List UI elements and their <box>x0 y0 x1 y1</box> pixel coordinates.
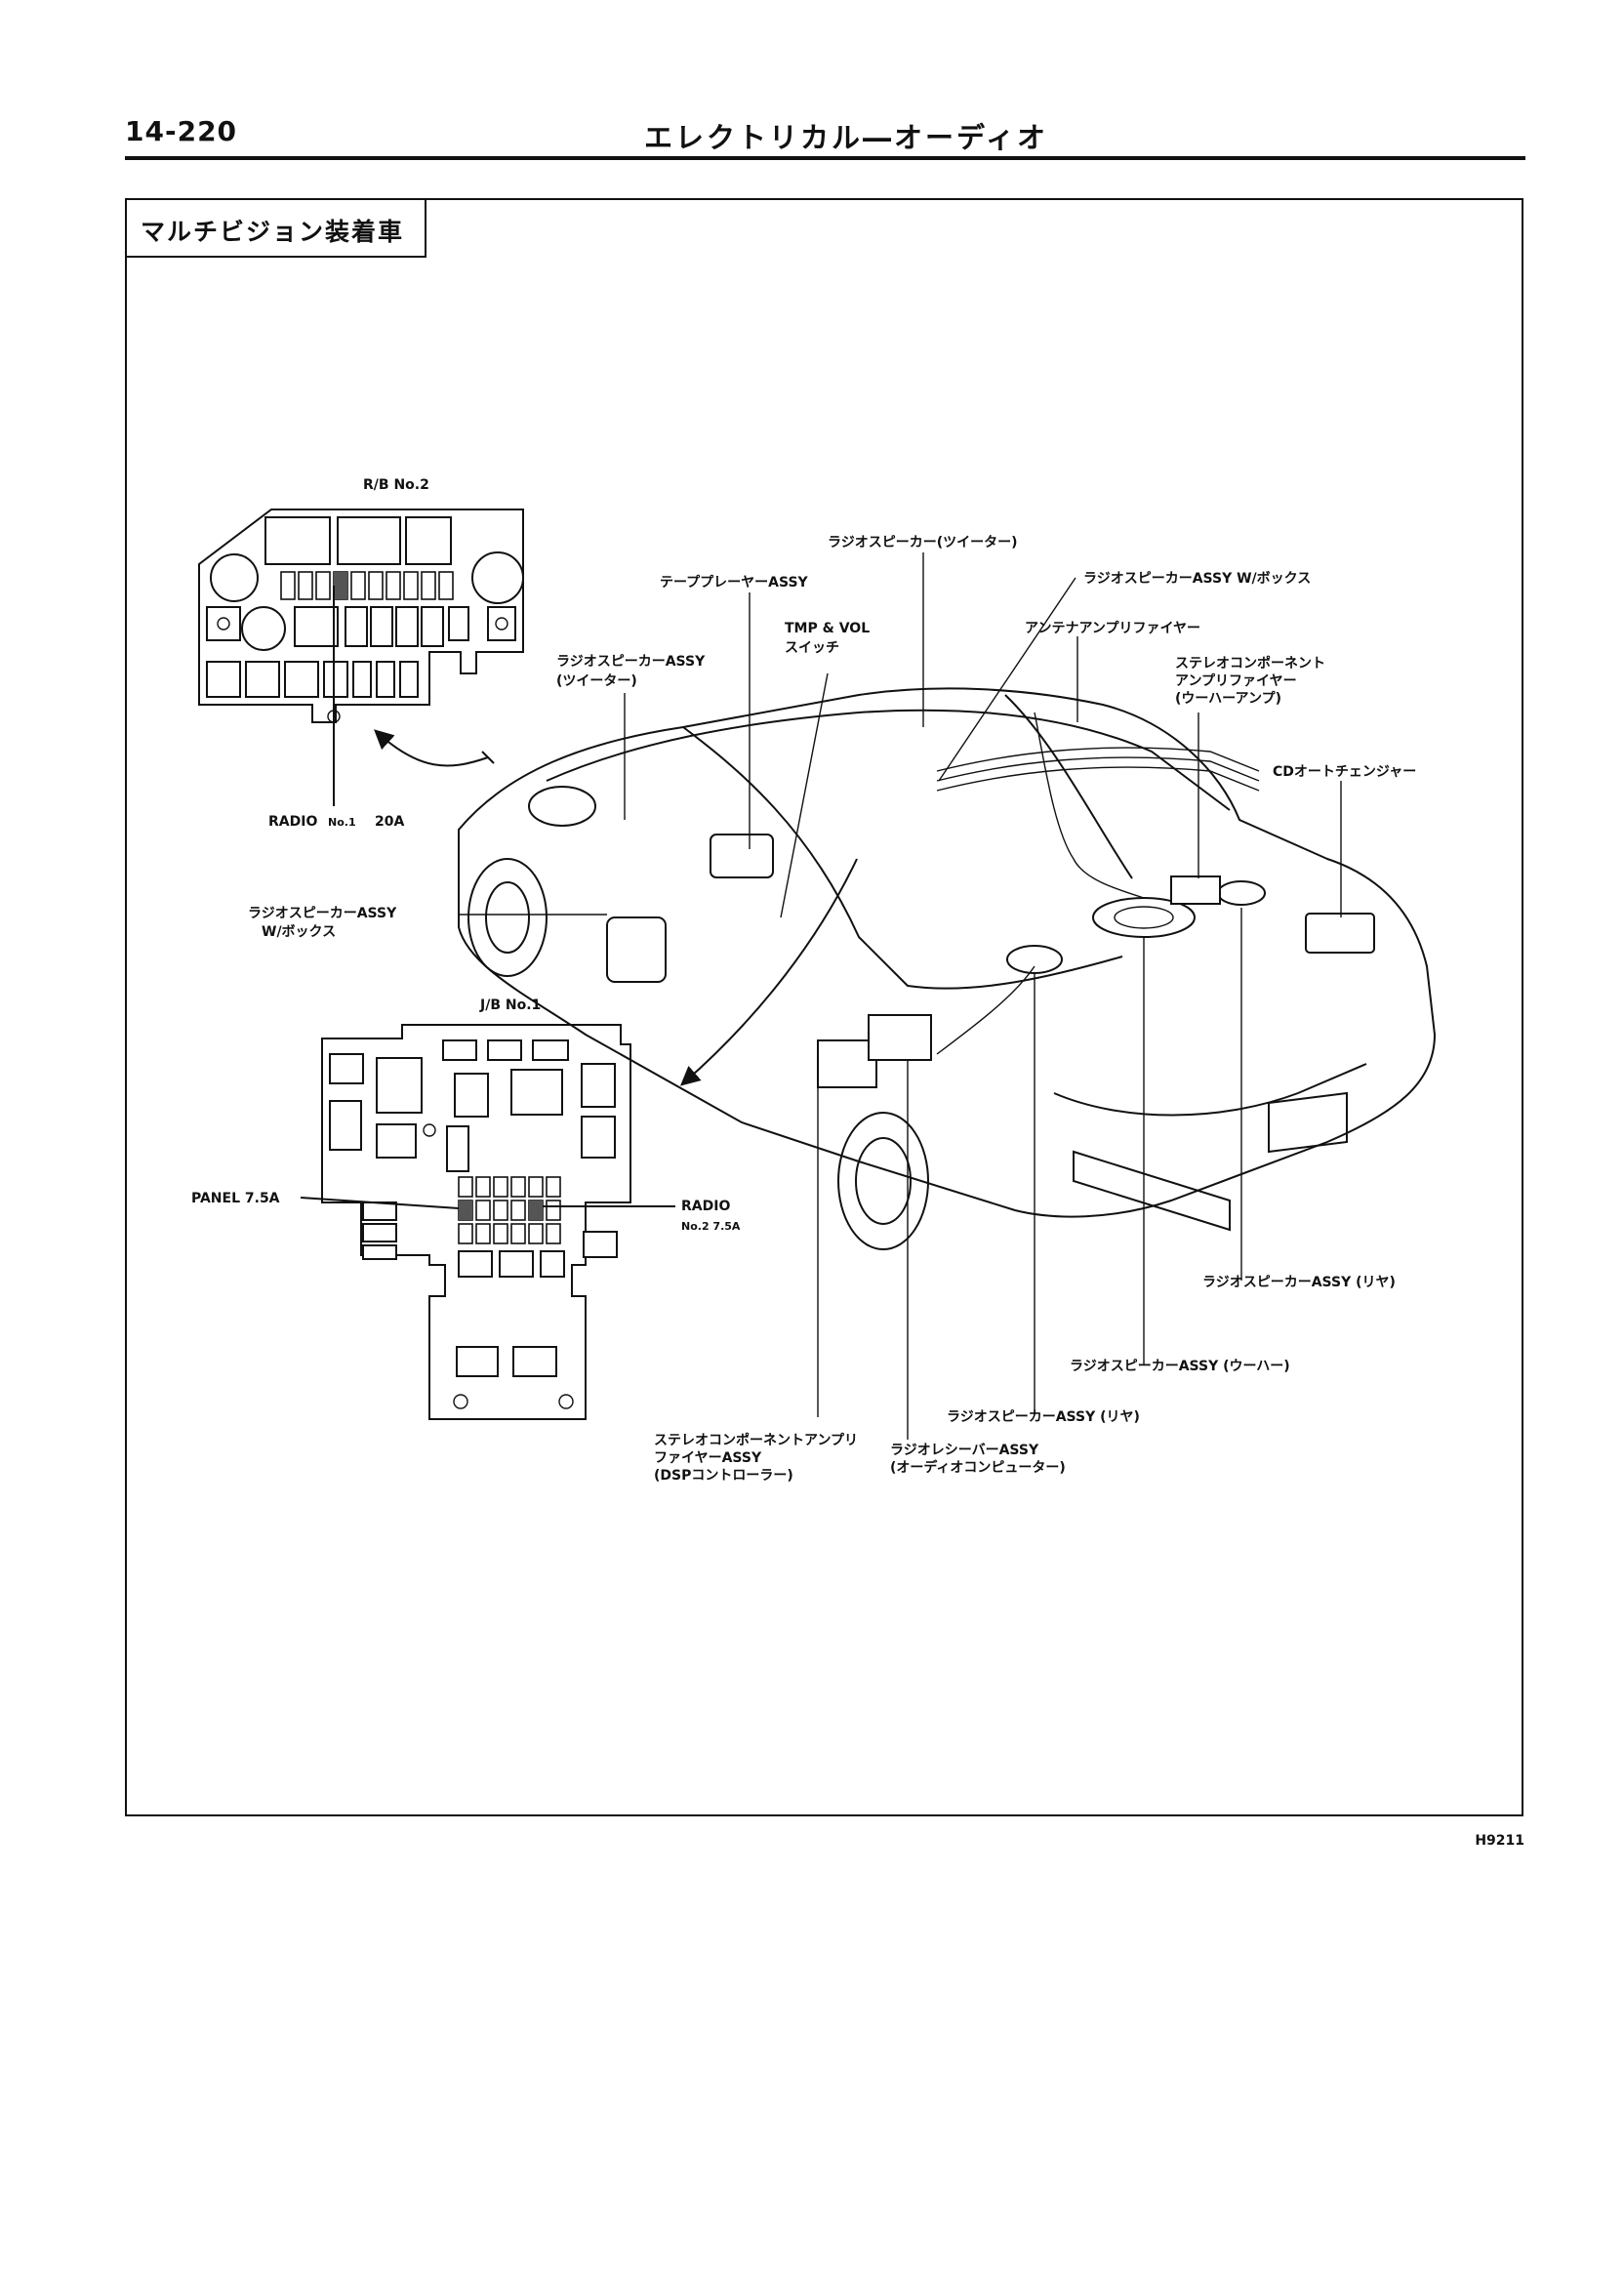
car-illustration <box>458 687 1437 1250</box>
page-title: エレクトリカル―オーディオ <box>644 121 1048 154</box>
label-woofer: ラジオスピーカーASSY (ウーハー) <box>1070 1359 1290 1374</box>
junction-block-diagram: J/B No.1 PANEL 7.5 <box>191 998 741 1420</box>
woofer-amp <box>1170 875 1221 905</box>
label-speaker-box-top: ラジオスピーカーASSY W/ボックス <box>1083 571 1311 587</box>
cd-changer <box>1305 913 1375 954</box>
label-tweeter-assy-1: ラジオスピーカーASSY <box>556 654 706 670</box>
callout-labels: ラジオスピーカー(ツイーター) ラジオスピーカーASSY W/ボックス テーププ… <box>248 535 1416 1484</box>
figure-code: H9211 <box>1475 1833 1524 1849</box>
label-tape-player: テーププレーヤーASSY <box>660 575 809 590</box>
header-rule <box>125 156 1525 160</box>
label-dsp-2: ファイヤーASSY <box>654 1450 762 1466</box>
label-tmp-vol-1: TMP & VOL <box>785 621 870 636</box>
panel-fuse-highlight <box>459 1201 472 1220</box>
door-speaker-box <box>606 916 667 983</box>
junction-block-title: J/B No.1 <box>479 998 541 1013</box>
label-rear-speaker-bottom: ラジオスピーカーASSY (リヤ) <box>947 1409 1140 1425</box>
dsp-controller <box>817 1039 877 1088</box>
label-dsp-1: ステレオコンポーネントアンプリ <box>654 1432 858 1448</box>
label-rear-speaker-right: ラジオスピーカーASSY (リヤ) <box>1202 1275 1396 1290</box>
speaker-box-front <box>528 786 596 827</box>
radio2-fuse-detail: No.2 7.5A <box>681 1220 741 1233</box>
radio-receiver <box>868 1014 932 1061</box>
label-antenna-amp: アンテナアンプリファイヤー <box>1025 621 1200 636</box>
page-number: 14-220 <box>125 115 238 147</box>
relay-fuse-label: RADIO <box>268 814 317 830</box>
radio2-fuse-label: RADIO <box>681 1199 730 1214</box>
label-receiver-1: ラジオレシーバーASSY <box>890 1443 1039 1458</box>
label-dsp-3: (DSPコントローラー) <box>654 1468 793 1484</box>
label-tweeter-assy-2: (ツイーター) <box>556 673 637 689</box>
figure-frame <box>125 198 1523 1816</box>
radio2-fuse-highlight <box>529 1201 543 1220</box>
label-stereo-amp-1: ステレオコンポーネント <box>1175 655 1325 672</box>
relay-fuse-rating: 20A <box>375 814 404 830</box>
callout-leaders <box>459 552 1342 1440</box>
relay-block-diagram: R/B No.2 RADIO No.1 20A <box>198 477 524 830</box>
panel-fuse-label: PANEL 7.5A <box>191 1191 280 1206</box>
relay-fuse-no: No.1 <box>328 816 356 829</box>
label-tmp-vol-2: スイッチ <box>785 640 839 656</box>
relay-block-title: R/B No.2 <box>363 477 429 493</box>
section-tag: マルチビジョン装着車 <box>127 200 426 258</box>
label-stereo-amp-2: アンプリファイヤー <box>1175 673 1297 689</box>
label-tweeter-top: ラジオスピーカー(ツイーター) <box>828 535 1018 550</box>
tape-player <box>710 834 774 878</box>
label-receiver-2: (オーディオコンピューター) <box>890 1459 1066 1476</box>
label-cd-changer: CDオートチェンジャー <box>1273 764 1416 780</box>
radio-fuse-highlight <box>334 572 347 599</box>
label-speaker-box-left-1: ラジオスピーカーASSY <box>248 906 397 921</box>
label-speaker-box-left-2: W/ボックス <box>262 924 336 940</box>
label-stereo-amp-3: (ウーハーアンプ) <box>1175 691 1281 707</box>
rear-speaker-left <box>1006 945 1063 974</box>
rear-speaker-right <box>1217 880 1266 906</box>
